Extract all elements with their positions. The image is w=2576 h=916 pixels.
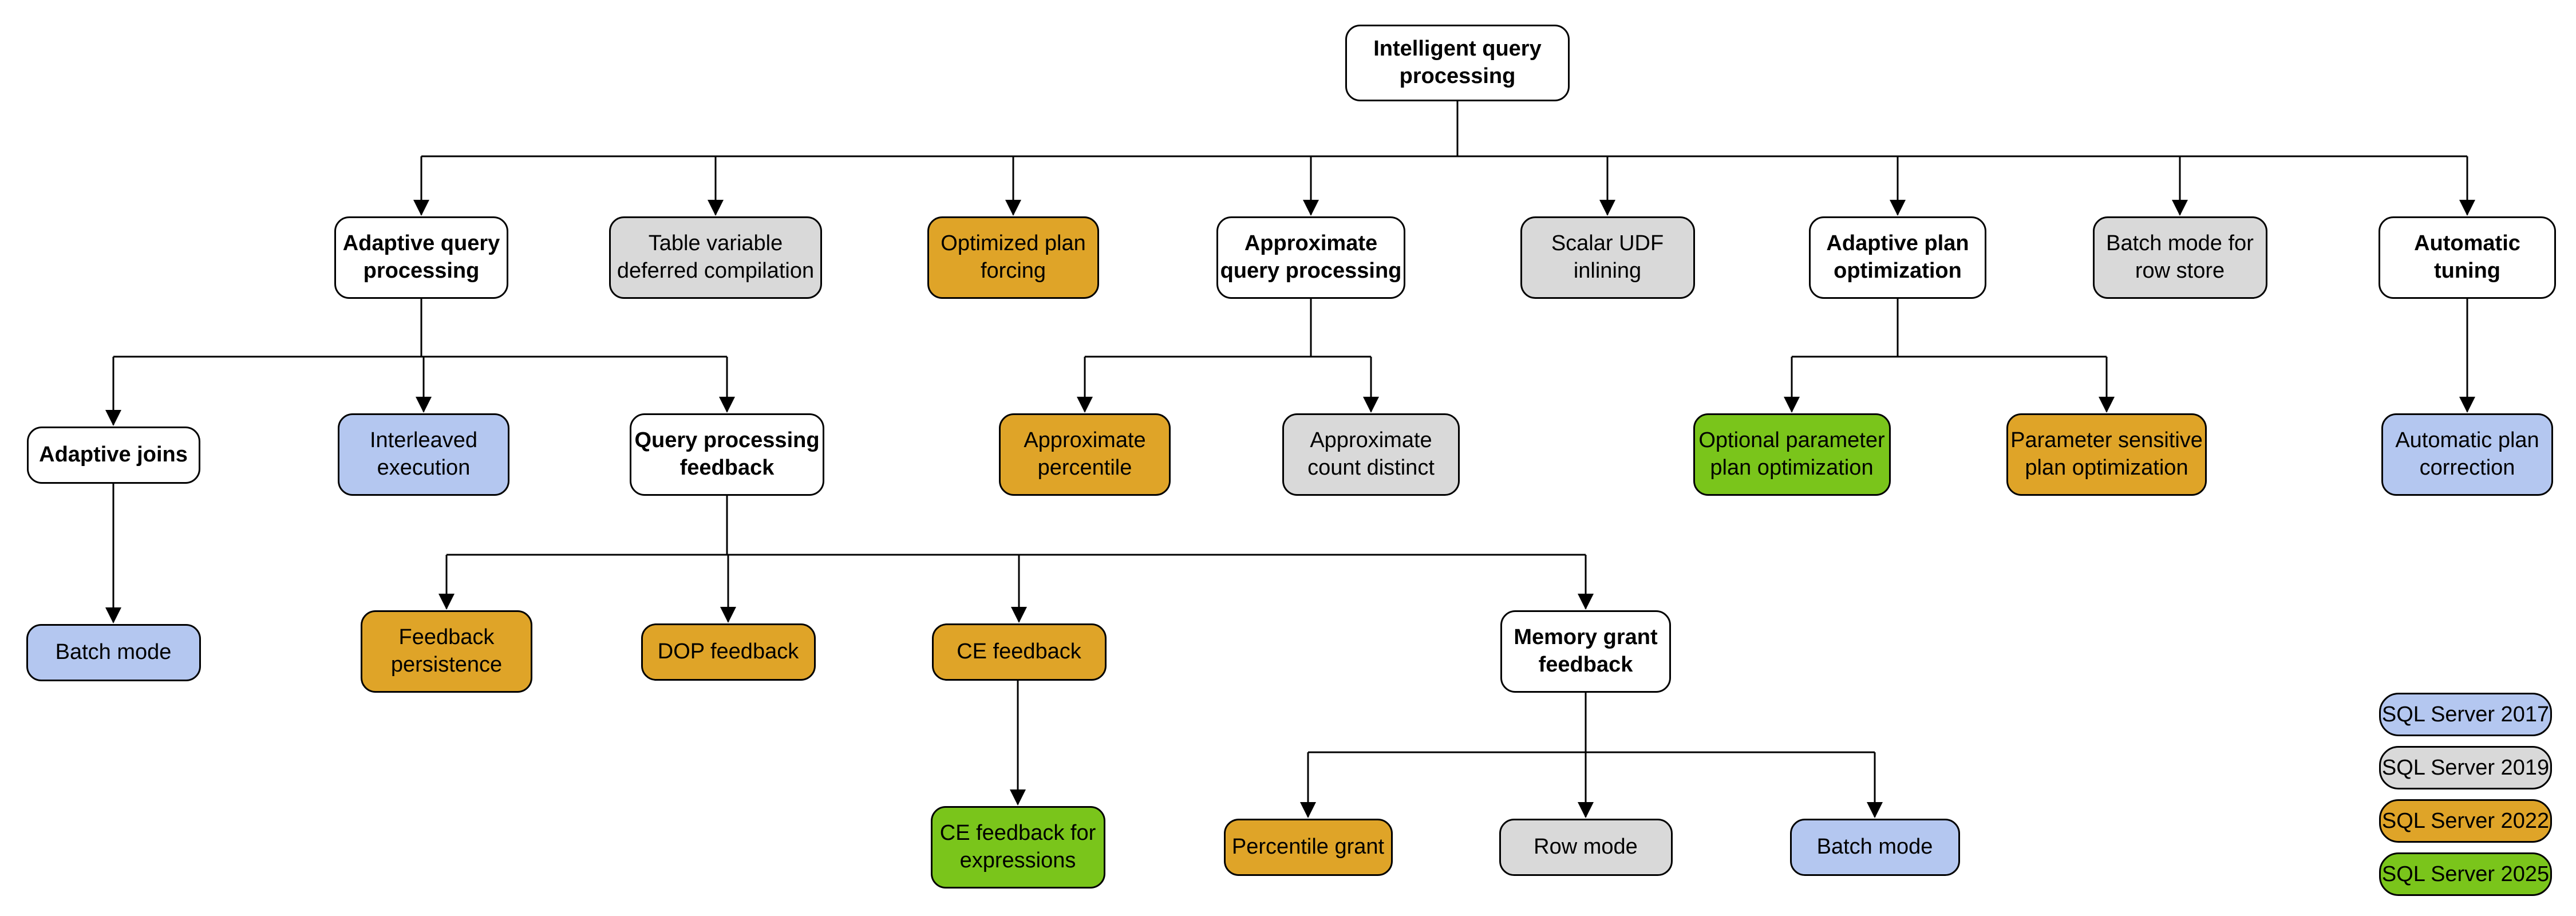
node-row-mode: Row mode (1499, 819, 1673, 876)
node-approximate-percentile: Approximate percentile (999, 413, 1171, 496)
node-interleaved-execution: Interleaved execution (338, 413, 509, 496)
node-approximate-query-processing: Approximate query processing (1216, 216, 1405, 299)
node-table-variable-deferred-compilation: Table variable deferred compilation (609, 216, 822, 299)
node-intelligent-query-processing: Intelligent query processing (1345, 25, 1570, 101)
node-dop-feedback: DOP feedback (641, 623, 816, 681)
node-adaptive-plan-optimization: Adaptive plan optimization (1809, 216, 1986, 299)
node-adaptive-joins: Adaptive joins (26, 427, 200, 484)
node-query-processing-feedback: Query processing feedback (630, 413, 824, 496)
node-memory-grant-feedback: Memory grant feedback (1500, 610, 1671, 693)
node-scalar-udf-inlining: Scalar UDF inlining (1520, 216, 1695, 299)
legend-item-sql-server-2019: SQL Server 2019 (2379, 746, 2552, 789)
node-feedback-persistence: Feedback persistence (361, 610, 532, 693)
node-automatic-plan-correction: Automatic plan correction (2381, 413, 2553, 496)
node-batch-mode-adaptive-joins: Batch mode (26, 624, 201, 681)
legend-item-sql-server-2017: SQL Server 2017 (2379, 693, 2552, 736)
node-batch-mode-for-row-store: Batch mode for row store (2092, 216, 2267, 299)
node-optional-parameter-plan-optimization: Optional parameter plan optimization (1693, 413, 1891, 496)
node-batch-mode-memory-grant: Batch mode (1789, 819, 1960, 876)
node-ce-feedback: CE feedback (931, 623, 1107, 681)
node-approximate-count-distinct: Approximate count distinct (1282, 413, 1460, 496)
edge-layer (105, 101, 2475, 818)
node-optimized-plan-forcing: Optimized plan forcing (927, 216, 1099, 299)
legend-item-sql-server-2022: SQL Server 2022 (2379, 799, 2552, 843)
node-automatic-tuning: Automatic tuning (2379, 216, 2556, 299)
node-percentile-grant: Percentile grant (1223, 819, 1393, 876)
node-ce-feedback-for-expressions: CE feedback for expressions (930, 806, 1105, 889)
legend-item-sql-server-2025: SQL Server 2025 (2379, 852, 2552, 896)
node-adaptive-query-processing: Adaptive query processing (334, 216, 508, 299)
node-parameter-sensitive-plan-optimization: Parameter sensitive plan optimization (2006, 413, 2207, 496)
